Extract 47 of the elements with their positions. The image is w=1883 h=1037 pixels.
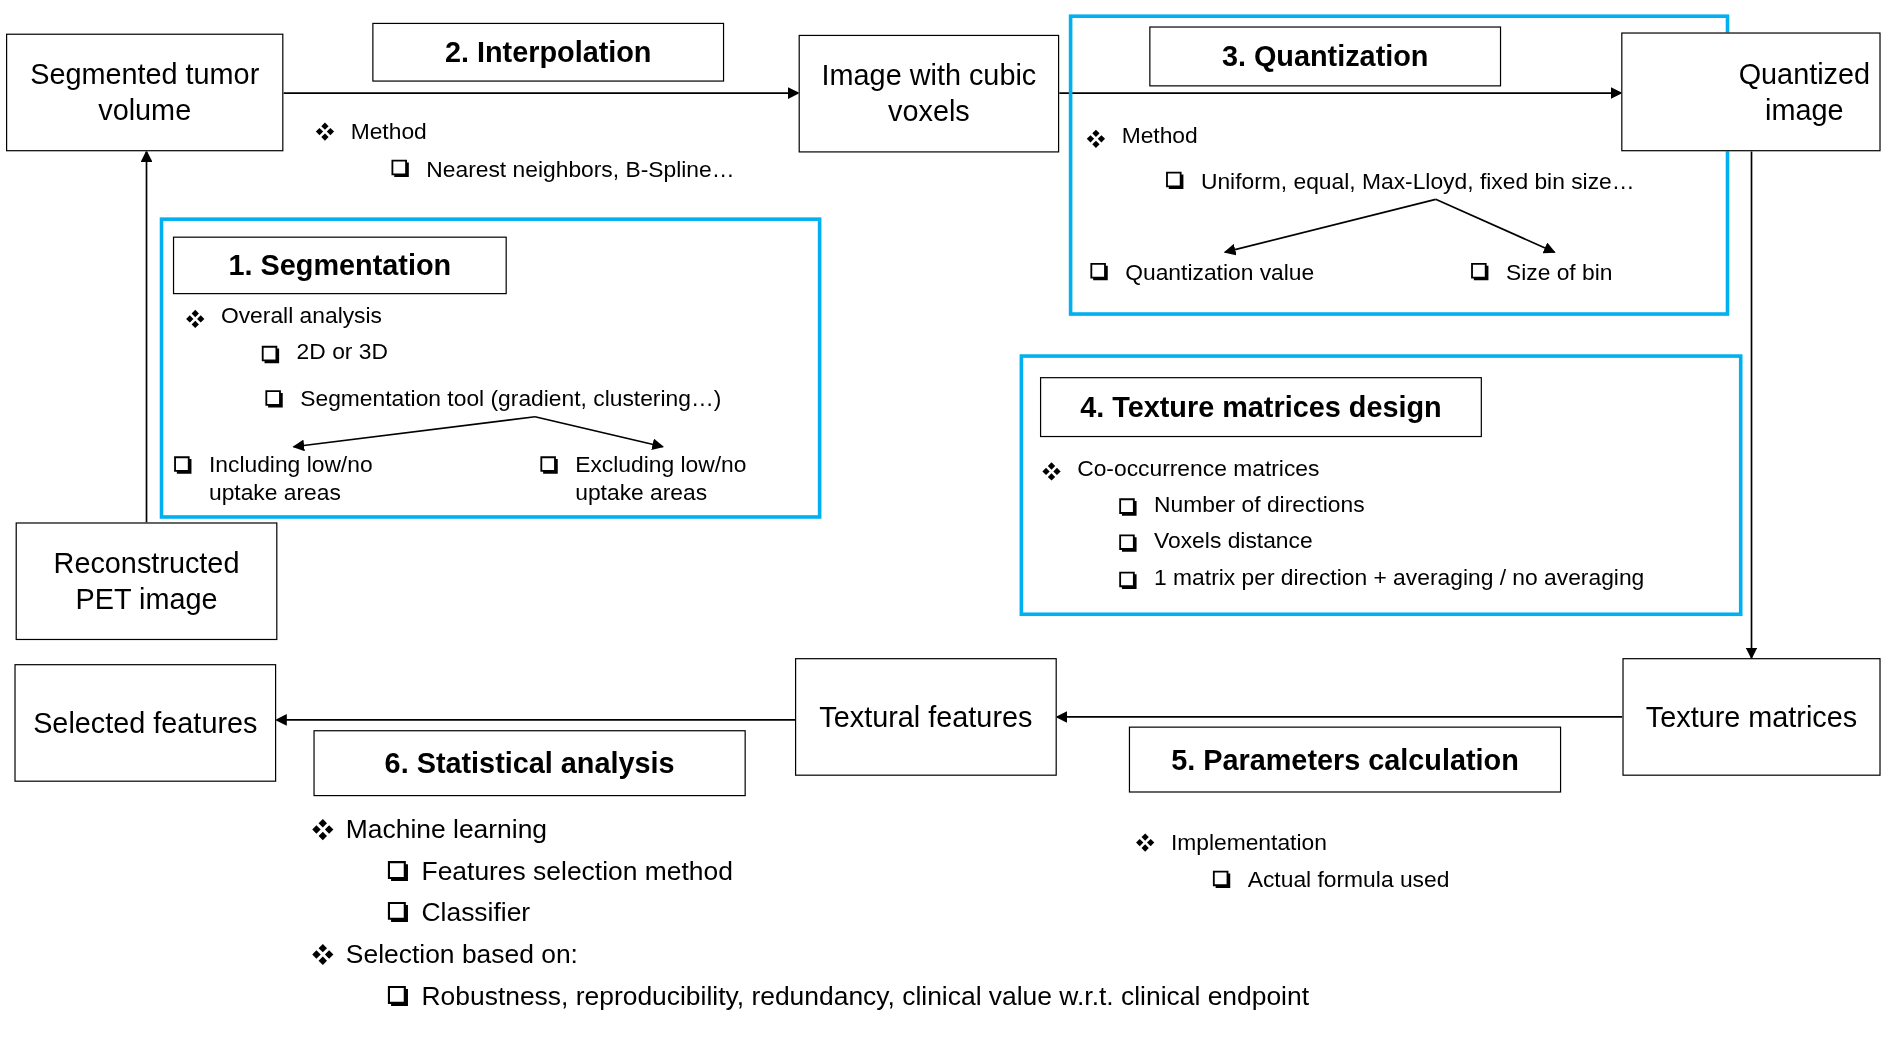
arrow <box>1434 198 1556 254</box>
arrow <box>1223 198 1437 256</box>
list-text: Actual formula used <box>1247 866 1450 894</box>
list-text: 1 matrix per direction + averaging / no averaging <box>1154 563 1645 592</box>
list-text: Segmentation tool (gradient, clustering…) <box>300 385 722 413</box>
arrow <box>1058 87 1623 99</box>
list-text: Selection based on: <box>345 938 578 971</box>
arrow <box>292 415 536 452</box>
list-text: Including low/no uptake areas <box>208 451 374 507</box>
step-heading: 4. Texture matrices design <box>1040 377 1482 438</box>
arrow <box>1745 150 1758 660</box>
step-heading: 1. Segmentation <box>172 236 507 295</box>
step-panel <box>159 217 822 519</box>
list-text: Machine learning <box>345 813 548 846</box>
process-box: Segmented tumor volume <box>6 33 284 152</box>
process-box: Textural features <box>795 658 1057 776</box>
step-panel <box>1019 354 1743 617</box>
step-heading: 5. Parameters calculation <box>1128 726 1562 793</box>
arrow <box>275 714 796 726</box>
list-text: Classifier <box>421 896 531 929</box>
step-heading: 6. Statistical analysis <box>313 730 746 797</box>
list-text: Size of bin <box>1505 258 1613 287</box>
step-heading: 3. Quantization <box>1149 26 1502 87</box>
list-text: Voxels distance <box>1154 526 1313 554</box>
arrow <box>1055 711 1624 723</box>
list-text: Method <box>350 118 427 146</box>
step-heading: 2. Interpolation <box>372 22 725 82</box>
list-text: Method <box>1121 122 1198 150</box>
list-text: 2D or 3D <box>296 338 388 366</box>
process-box: Quantized image <box>1621 32 1881 152</box>
process-box: Selected features <box>14 664 277 782</box>
list-text: Number of directions <box>1154 490 1365 518</box>
process-box: Texture matrices <box>1622 658 1881 776</box>
list-text: Uniform, equal, Max-Lloyd, fixed bin size… <box>1200 167 1635 195</box>
list-text: Excluding low/no uptake areas <box>575 451 748 507</box>
list-text: Features selection method <box>421 856 733 888</box>
list-text: Co-occurrence matrices <box>1077 454 1320 482</box>
arrow <box>140 150 153 524</box>
list-text: Nearest neighbors, B-Spline… <box>426 155 735 183</box>
list-text: Robustness, reproducibility, redundancy, clinical value w.r.t. clinical endpoint <box>421 980 1309 1013</box>
list-text: Quantization value <box>1125 258 1315 287</box>
arrow <box>282 87 800 99</box>
list-text: Implementation <box>1170 829 1327 857</box>
arrow <box>534 415 665 451</box>
process-box: Reconstructed PET image <box>15 522 278 641</box>
list-text: Overall analysis <box>220 302 382 330</box>
process-box: Image with cubic voxels <box>798 34 1060 153</box>
